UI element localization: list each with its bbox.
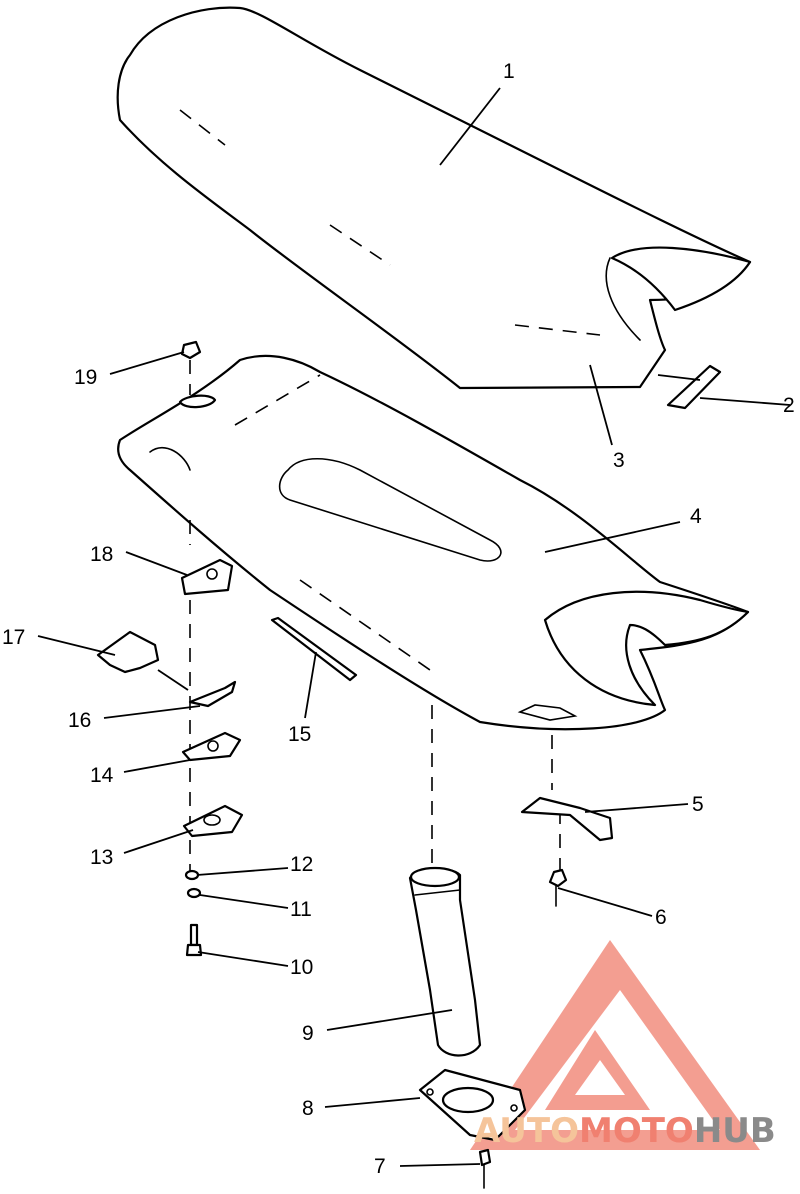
callout-16: 16: [68, 709, 91, 732]
leader-lines: [37, 87, 791, 1167]
watermark-text-auto: AUTO: [474, 1111, 579, 1151]
callout-8: 8: [302, 1097, 314, 1120]
callout-5: 5: [692, 793, 704, 816]
watermark-text: AUTOMOTOHUB: [474, 1111, 776, 1151]
part-6-fastener: [548, 868, 568, 907]
watermark-text-moto: MOTO: [579, 1111, 694, 1151]
part-12-washer: [184, 869, 200, 881]
part-14-plate: [181, 731, 242, 762]
part-17-latch: [96, 630, 160, 674]
callout-18: 18: [90, 543, 113, 566]
callout-15: 15: [288, 723, 311, 746]
part-9-duct: [408, 866, 482, 1057]
callout-13: 13: [90, 846, 113, 869]
part-19-bolt: [180, 340, 202, 360]
callout-10: 10: [290, 956, 313, 979]
callout-4: 4: [690, 505, 702, 528]
part-1-seat: [116, 6, 752, 390]
callout-1: 1: [503, 60, 515, 83]
part-18-bracket: [180, 558, 234, 596]
part-11-lock-washer: [186, 887, 202, 899]
part-10-bolt: [185, 923, 203, 957]
part-4-seat-base: [117, 354, 750, 731]
part-7-fastener: [478, 1148, 492, 1189]
part-5-bracket: [520, 796, 614, 842]
callout-6: 6: [655, 906, 667, 929]
callout-7: 7: [374, 1155, 386, 1178]
watermark-logo-icon: [470, 940, 760, 1150]
callout-2: 2: [783, 394, 795, 417]
part-13-mount: [182, 804, 244, 838]
watermark-text-hub: HUB: [694, 1111, 776, 1151]
callout-3: 3: [613, 449, 625, 472]
part-8-flange: [418, 1068, 527, 1142]
part-15-strip: [270, 616, 358, 682]
callout-11: 11: [290, 898, 312, 921]
callout-19: 19: [74, 366, 97, 389]
callout-17: 17: [2, 626, 25, 649]
callout-14: 14: [90, 764, 114, 787]
part-16-clip: [188, 680, 237, 708]
part-2-clip: [666, 364, 722, 410]
callout-12: 12: [290, 853, 313, 876]
callout-9: 9: [302, 1022, 314, 1045]
